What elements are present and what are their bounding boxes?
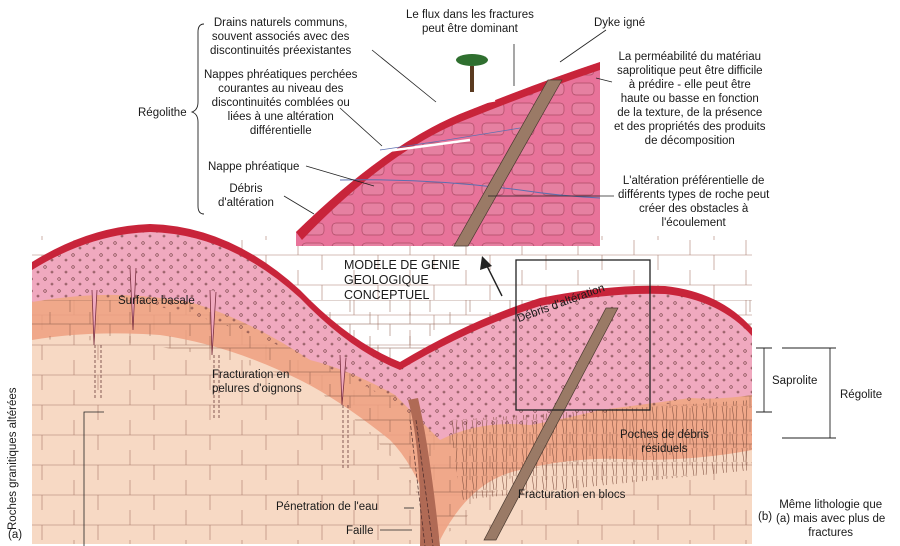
label-meme-lithologie: Même lithologie que(a) mais avec plus de…: [776, 498, 885, 540]
label-saprolite: Saprolite: [772, 374, 817, 388]
label-fracturation-blocs: Fracturation en blocs: [518, 488, 625, 502]
label-regolithe: Régolithe: [138, 106, 187, 120]
label-faille: Faille: [346, 524, 373, 538]
label-drains: Drains naturels communs,souvent associés…: [210, 16, 351, 58]
label-b: (b): [758, 510, 772, 524]
label-regolite: Régolite: [840, 388, 882, 402]
label-dyke: Dyke igné: [594, 16, 645, 30]
label-penetration: Pénetration de l'eau: [276, 500, 378, 514]
tree-icon: [470, 66, 474, 92]
label-nappe: Nappe phréatique: [208, 160, 299, 174]
label-surface-basale: Surface basale: [118, 294, 195, 308]
label-roches: Roches granitiques altérées: [6, 387, 20, 530]
label-a: (a): [8, 528, 22, 542]
